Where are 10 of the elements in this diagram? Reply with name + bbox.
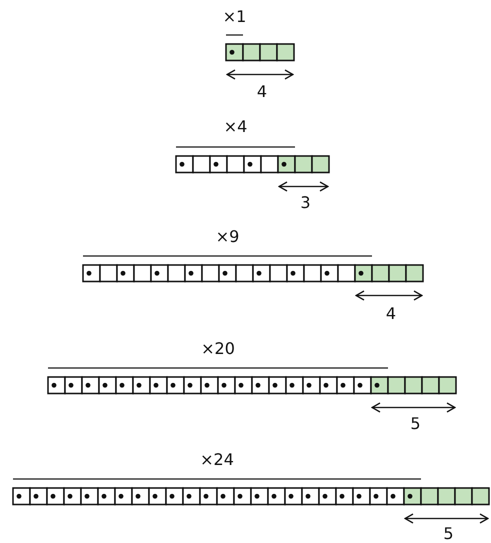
multiplier-label: ×20	[201, 340, 235, 358]
multiplier-label: ×1	[222, 8, 246, 26]
multiplier-label: ×4	[224, 118, 248, 136]
multiplier-label: ×24	[200, 451, 234, 469]
dimension-label: 5	[410, 415, 421, 433]
dimension-label: 4	[386, 305, 396, 323]
dimension-label: 4	[256, 83, 268, 101]
multiplier-label: ×9	[216, 228, 240, 246]
dimension-label: 5	[443, 525, 454, 543]
dimension-label: 3	[300, 194, 311, 212]
